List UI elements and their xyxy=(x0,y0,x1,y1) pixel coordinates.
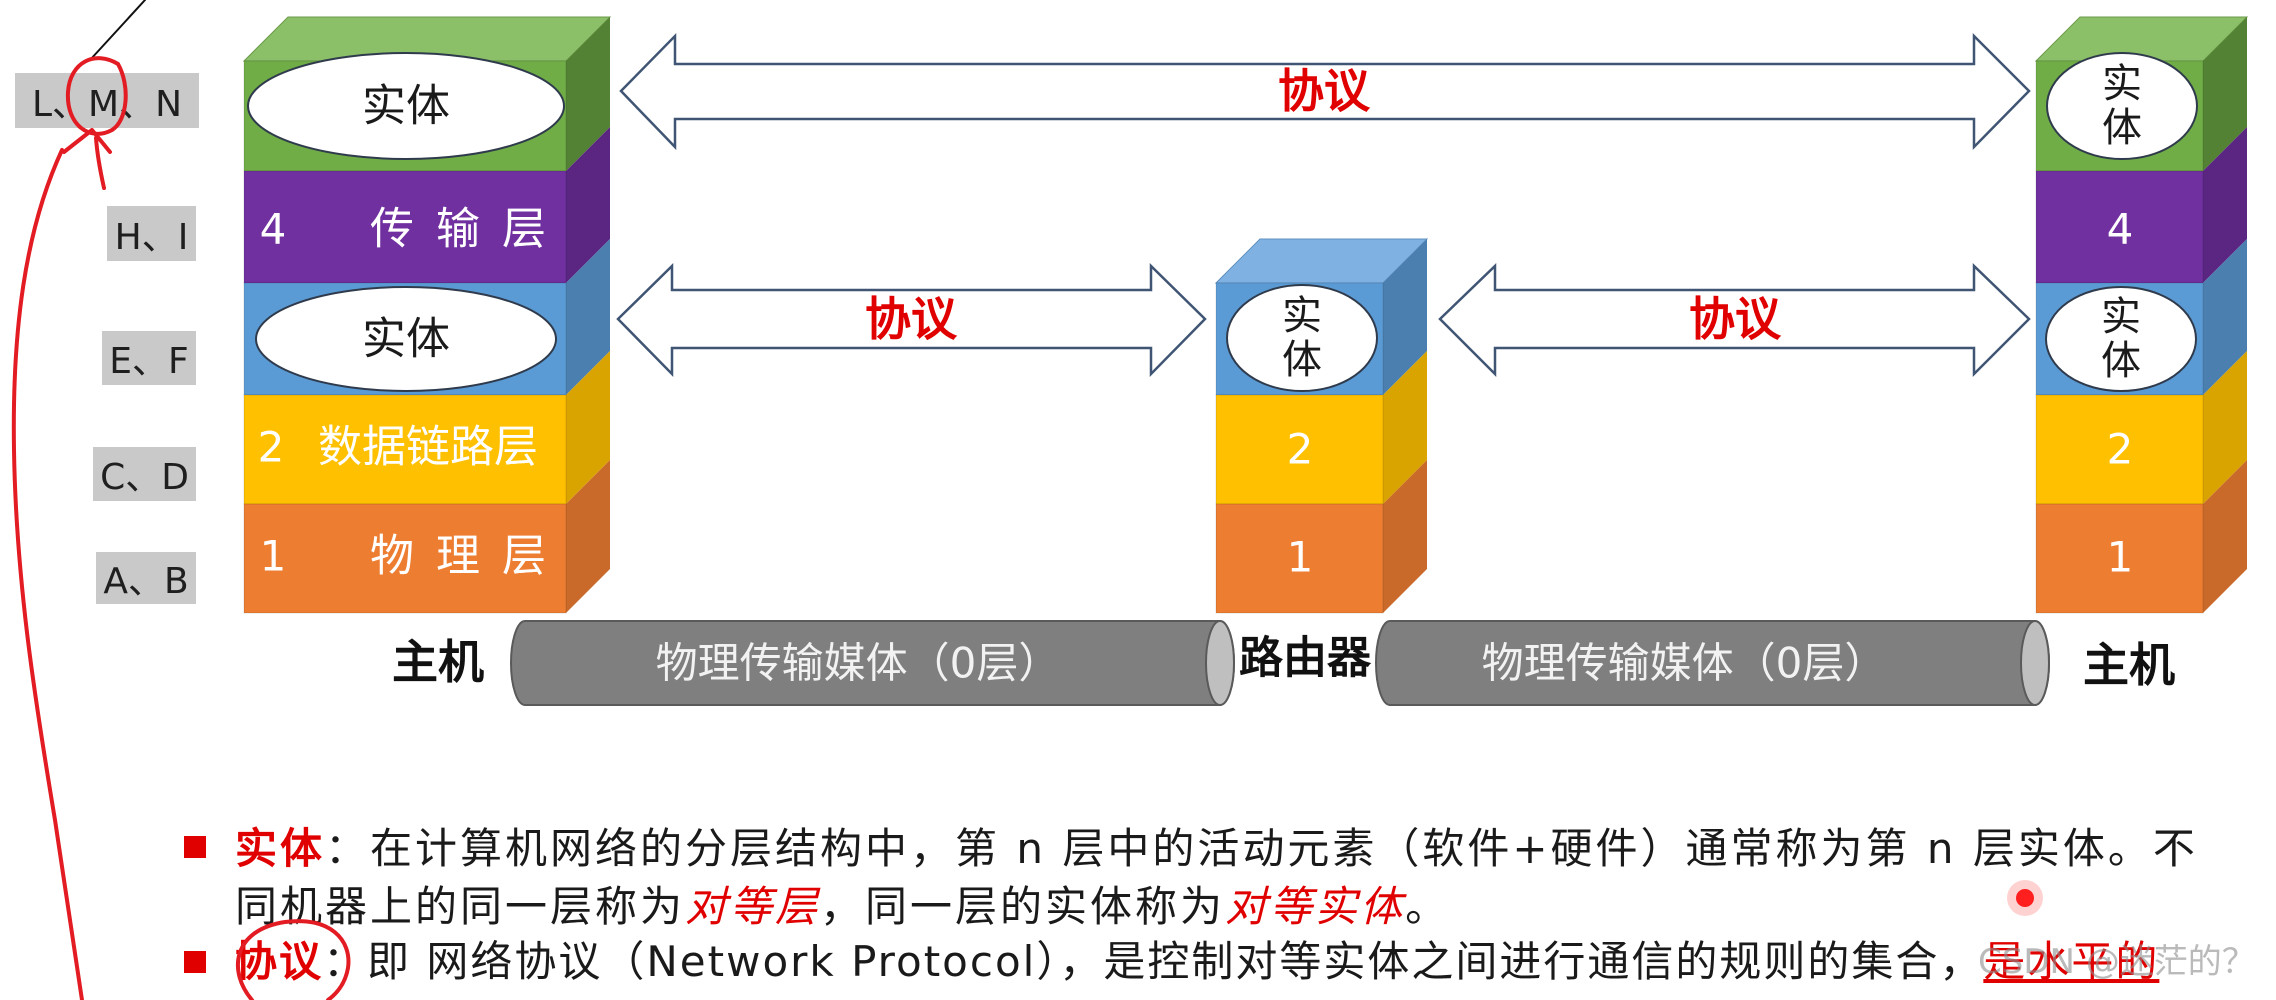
left-host-green-side xyxy=(566,17,610,171)
protocol-horizontal-emphasis: 是水平的 xyxy=(1983,937,2160,986)
left-host-orange-layer xyxy=(243,503,567,614)
router-orange-layer xyxy=(1215,503,1384,614)
left-host-entity-label-top: 实体 xyxy=(362,81,450,132)
left-host-orange-side xyxy=(566,460,610,613)
left-medium-cylinder-cap xyxy=(1205,620,1235,706)
top-protocol-label: 协议 xyxy=(1278,64,1371,118)
left-host-blue-side xyxy=(566,239,610,395)
router-layer2-number: 2 xyxy=(1287,425,1314,474)
left-host-caption: 主机 xyxy=(392,635,484,689)
right-host-purple-layer xyxy=(2035,170,2204,284)
left-host-entity-ellipse-top xyxy=(247,52,565,160)
right-host-green-side xyxy=(2203,17,2247,171)
term-peer-layer: 对等层 xyxy=(685,882,821,931)
right-host-yellow-layer xyxy=(2035,394,2204,505)
right-protocol-label: 协议 xyxy=(1689,292,1782,346)
layer-label-cd: C、D xyxy=(93,447,196,501)
layer-label-ab: A、B xyxy=(96,552,196,604)
left-host-layer2-name: 数据链路层 xyxy=(318,422,538,473)
right-host-blue-side xyxy=(2203,239,2247,395)
left-host-entity-ellipse-mid xyxy=(255,286,557,392)
left-host-stack: 实体 实体 4 传 输 层 2 数据链路层 1 物 理 层 xyxy=(242,16,612,614)
entity-definition-line2: 同机器上的同一层称为对等层，同一层的实体称为对等实体。 xyxy=(235,885,1450,929)
right-host-entity-ellipse-mid xyxy=(2045,286,2197,392)
physical-media: 物理传输媒体（0层） 物理传输媒体（0层） xyxy=(510,620,2050,706)
right-host-entity-label-mid: 实体 xyxy=(2101,294,2141,384)
router-entity-ellipse xyxy=(1226,284,1378,392)
right-host-orange-side xyxy=(2203,460,2247,613)
right-host-caption: 主机 xyxy=(2083,638,2175,692)
right-host-purple-side xyxy=(2203,127,2247,283)
left-host-layer4-number: 4 xyxy=(260,205,287,254)
protocol-definition-line: 协议：即 网络协议（Network Protocol），是控制对等实体之间进行通… xyxy=(235,940,2159,984)
bullet-protocol xyxy=(184,951,206,973)
right-host-entity-label-top: 实体 xyxy=(2102,61,2142,151)
term-protocol: 协议 xyxy=(235,937,324,986)
top-protocol-double-arrow xyxy=(619,32,2031,151)
entity-definition-text2a: 同机器上的同一层称为 xyxy=(235,882,686,931)
router-entity-label: 实体 xyxy=(1282,293,1322,383)
layer-label-ef: E、F xyxy=(102,331,196,385)
router-stack: 2 1 xyxy=(1214,238,1429,614)
entity-definition-text2b: ，同一层的实体称为 xyxy=(820,882,1226,931)
right-medium-cylinder-cap xyxy=(2020,620,2050,706)
router-caption: 路由器 xyxy=(1239,633,1372,684)
entity-definition-line1: 实体：在计算机网络的分层结构中，第 n 层中的活动元素（软件+硬件）通常称为第 … xyxy=(235,827,2198,871)
right-host-stack: 4 2 1 xyxy=(2034,16,2249,614)
entity-definition-text1: ：在计算机网络的分层结构中，第 n 层中的活动元素（软件+硬件）通常称为第 n … xyxy=(325,824,2198,873)
right-host-entity-ellipse-top xyxy=(2046,52,2198,160)
left-host-entity-label-mid: 实体 xyxy=(362,314,450,365)
right-medium-label: 物理传输媒体（0层） xyxy=(1482,639,1887,688)
term-peer-entity: 对等实体 xyxy=(1225,882,1406,931)
left-host-layer4-name: 传 输 层 xyxy=(370,204,550,255)
term-entity: 实体 xyxy=(235,824,326,873)
layer-label-lmn: L、M、N xyxy=(15,73,199,128)
right-protocol-double-arrow xyxy=(1438,263,2031,378)
left-host-layer1-number: 1 xyxy=(260,532,287,581)
router-yellow-layer xyxy=(1215,394,1384,505)
right-host-layer2-number: 2 xyxy=(2107,425,2134,474)
left-protocol-double-arrow xyxy=(616,263,1207,378)
router-orange-side xyxy=(1383,460,1427,613)
left-host-purple-side xyxy=(566,127,610,283)
bullet-entity xyxy=(184,836,206,858)
right-host-orange-layer xyxy=(2035,503,2204,614)
right-host-yellow-side xyxy=(2203,351,2247,504)
right-host-layer1-number: 1 xyxy=(2107,533,2134,582)
router-yellow-side xyxy=(1383,351,1427,504)
layer-label-hi: H、I xyxy=(107,206,196,261)
left-host-purple-layer xyxy=(243,170,567,284)
protocol-definition-text: ：即 网络协议（Network Protocol），是控制对等实体之间进行通信的… xyxy=(323,937,1984,986)
left-host-yellow-side xyxy=(566,351,610,504)
protocol-arrows: 协议 协议 协议 xyxy=(616,32,2031,378)
left-medium-label: 物理传输媒体（0层） xyxy=(656,639,1061,688)
left-protocol-label: 协议 xyxy=(865,292,958,346)
left-host-yellow-layer xyxy=(243,394,567,505)
router-blue-side xyxy=(1383,239,1427,395)
watermark: CSDN @迷茫的？ xyxy=(1978,942,2256,982)
entity-definition-text2c: 。 xyxy=(1405,882,1451,931)
left-host-layer2-number: 2 xyxy=(258,423,285,472)
right-host-layer4-number: 4 xyxy=(2107,205,2134,254)
left-host-layer1-name: 物 理 层 xyxy=(370,531,550,582)
router-layer1-number: 1 xyxy=(1287,533,1314,582)
